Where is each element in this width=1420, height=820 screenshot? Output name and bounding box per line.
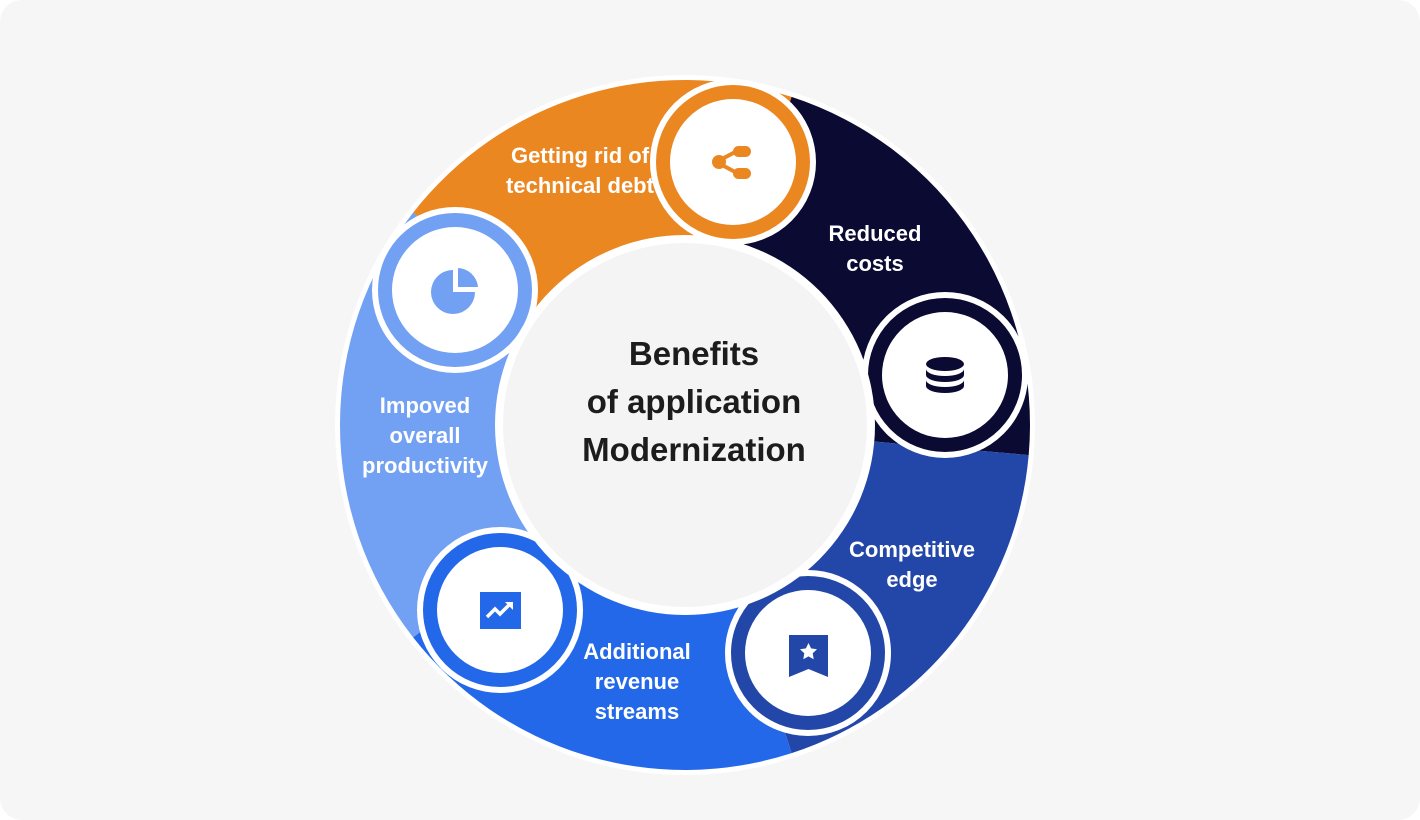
segment-label-revenue-1: Additional <box>583 639 691 664</box>
segment-label-revenue-2: revenue <box>595 669 679 694</box>
database-icon <box>926 357 964 393</box>
icon-node-technical-debt <box>670 99 796 225</box>
center-title-line-1: Benefits <box>629 335 759 372</box>
bookmark-star-icon <box>789 635 828 677</box>
segment-label-reduced-costs-1: Reduced <box>829 221 922 246</box>
segment-label-competitive-edge-1: Competitive <box>849 537 975 562</box>
share-nodes-icon <box>712 146 751 179</box>
segment-label-technical-debt-2: technical debt <box>506 173 655 198</box>
center-title-line-3: Modernization <box>582 431 806 468</box>
trending-up-icon <box>480 592 521 629</box>
segment-label-reduced-costs-2: costs <box>846 251 903 276</box>
segment-label-revenue-3: streams <box>595 699 679 724</box>
icon-node-productivity <box>392 227 518 353</box>
center-circle <box>503 243 867 607</box>
segment-label-competitive-edge-2: edge <box>886 567 937 592</box>
segment-label-productivity-3: productivity <box>362 453 489 478</box>
segment-label-technical-debt-1: Getting rid of <box>511 143 650 168</box>
center-title-line-2: of application <box>587 383 802 420</box>
icon-node-reduced-costs <box>882 312 1008 438</box>
pie-chart-icon <box>431 268 478 314</box>
segment-label-productivity-2: overall <box>390 423 461 448</box>
segment-label-productivity-1: Impoved <box>380 393 470 418</box>
